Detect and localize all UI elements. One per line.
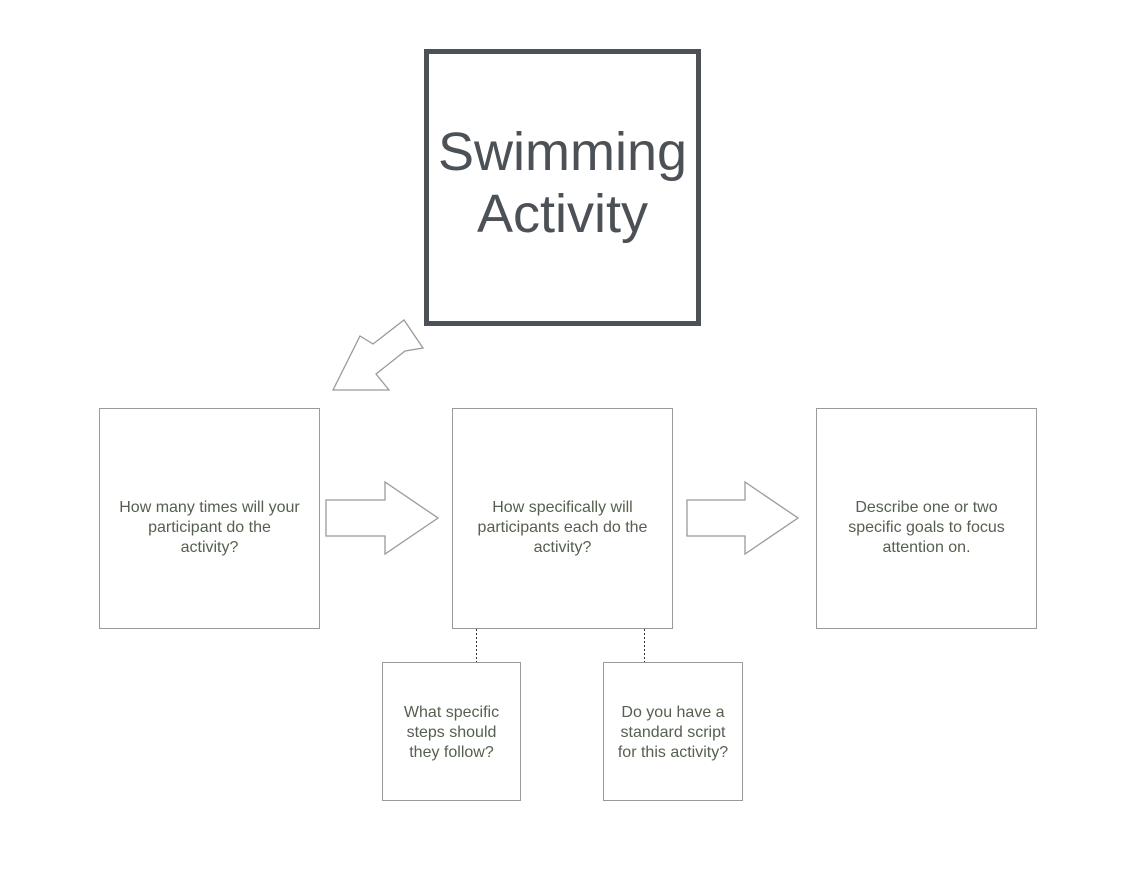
box-script: Do you have a standard script for this a… <box>603 662 743 801</box>
diagonal-arrow-icon <box>331 319 425 391</box>
title-box: Swimming Activity <box>424 49 701 326</box>
box-goals: Describe one or two specific goals to fo… <box>816 408 1037 629</box>
box-steps: What specific steps should they follow? <box>382 662 521 801</box>
diagram-title: Swimming Activity <box>437 121 688 244</box>
box-times-text: How many times will your participant do … <box>119 498 300 556</box>
box-goals-text: Describe one or two specific goals to fo… <box>848 498 1005 556</box>
right-arrow-icon <box>686 480 800 556</box>
box-how-text: How specifically will participants each … <box>477 498 648 556</box>
box-times: How many times will your participant do … <box>99 408 320 629</box>
box-script-text: Do you have a standard script for this a… <box>617 703 729 761</box>
box-steps-text: What specific steps should they follow? <box>403 703 500 761</box>
box-how: How specifically will participants each … <box>452 408 673 629</box>
right-arrow-icon <box>325 480 440 556</box>
